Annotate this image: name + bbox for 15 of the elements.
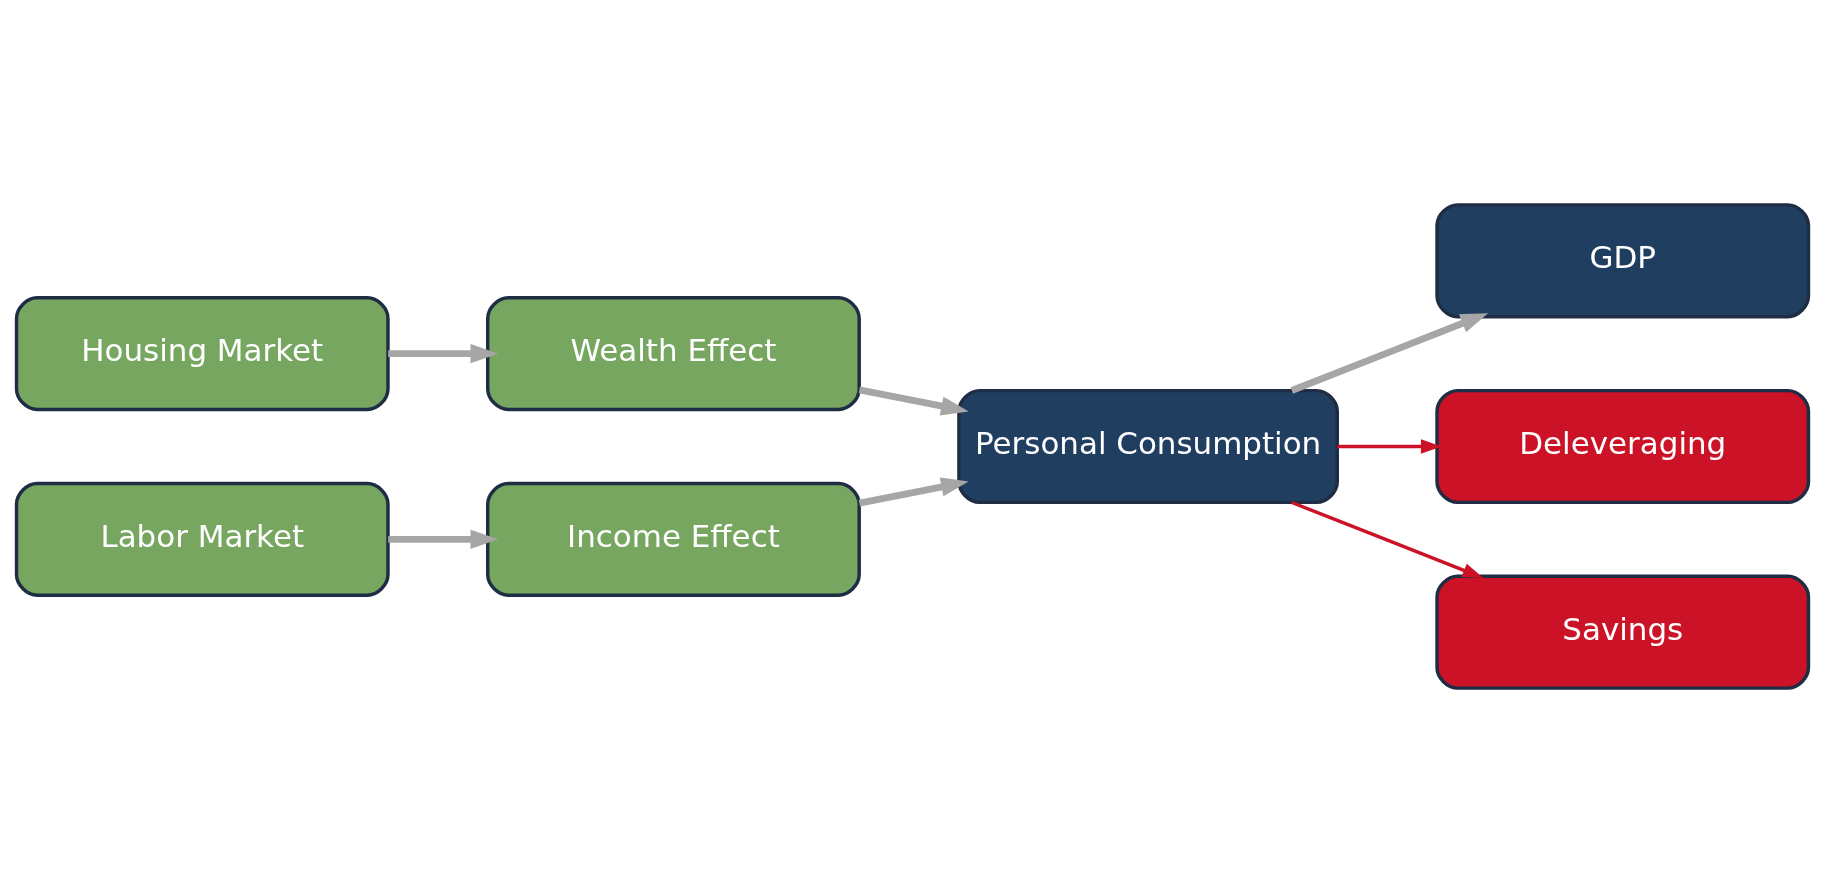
- node-box: Personal Consumption: [957, 388, 1339, 505]
- node-box: Labor Market: [14, 481, 390, 597]
- node-box: Wealth Effect: [486, 296, 861, 412]
- arrow: [388, 343, 499, 364]
- arrow: [858, 477, 969, 507]
- node-box: Housing Market: [14, 296, 390, 412]
- node-box: Savings: [1435, 574, 1811, 690]
- arrow: [858, 386, 969, 416]
- node-box: GDP: [1435, 203, 1811, 319]
- node-box: Income Effect: [486, 481, 861, 597]
- arrow: [1290, 313, 1489, 394]
- node-box: Deleveraging: [1435, 388, 1811, 505]
- arrow: [1337, 439, 1442, 454]
- arrow: [1291, 500, 1484, 578]
- arrow: [388, 529, 499, 550]
